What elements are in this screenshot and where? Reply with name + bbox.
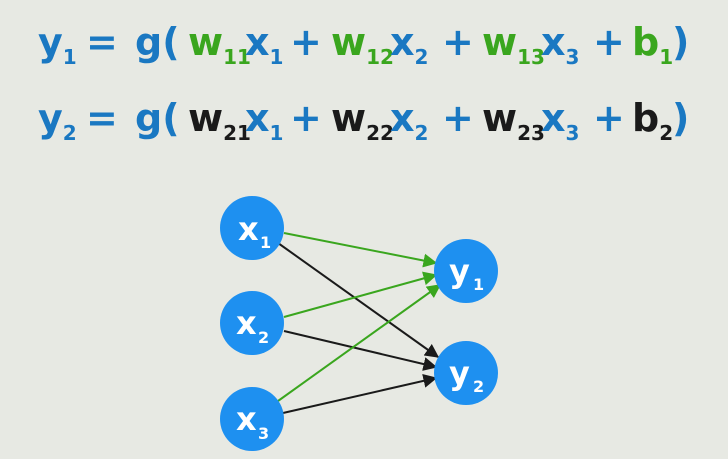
eq2-weight-3: w23 — [482, 96, 545, 145]
eq1-weight-2: w12 — [331, 20, 394, 69]
eq1-plus-1: + — [290, 20, 322, 64]
eq1-plus-2: + — [442, 20, 474, 64]
eq1-weight-3: w13 — [482, 20, 545, 69]
eq2-weight-1: w21 — [188, 96, 251, 145]
node-x2-sub: 2 — [258, 328, 269, 347]
eq2-lhs: y2 — [38, 96, 77, 145]
edge-x1-y2 — [277, 242, 440, 358]
node-y2-label: y — [449, 354, 470, 392]
eq2-func: g( — [135, 96, 180, 140]
edge-x3-y2 — [282, 373, 438, 414]
node-x1: x 1 — [220, 196, 284, 260]
node-y1-sub: 1 — [473, 275, 484, 294]
edge-x1-y1 — [283, 232, 438, 268]
edge-x2-y1 — [283, 271, 438, 318]
eq1-input-3: x3 — [541, 20, 580, 69]
eq2-input-2: x2 — [390, 96, 429, 145]
eq1-bias: b1 — [632, 20, 674, 69]
eq1-equals: = — [86, 20, 118, 64]
eq1-lhs: y1 — [38, 20, 77, 69]
eq1-input-2: x2 — [390, 20, 429, 69]
eq2-input-3: x3 — [541, 96, 580, 145]
eq2-close: ) — [672, 96, 690, 140]
edge-x2-y2 — [283, 330, 438, 371]
node-y2-sub: 2 — [473, 377, 484, 396]
eq2-weight-2: w22 — [331, 96, 394, 145]
node-y1: y 1 — [434, 239, 498, 303]
node-x2-label: x — [236, 304, 257, 342]
node-x1-sub: 1 — [260, 233, 271, 252]
eq1-weight-1: w11 — [188, 20, 251, 69]
eq2-input-1: x1 — [245, 96, 284, 145]
node-x3-label: x — [236, 400, 257, 438]
node-y1-label: y — [449, 252, 470, 290]
edge-x3-y1 — [277, 284, 442, 402]
eq1-close: ) — [672, 20, 690, 64]
node-x3: x 3 — [220, 387, 284, 451]
eq2-plus-3: + — [593, 96, 625, 140]
eq1-input-1: x1 — [245, 20, 284, 69]
node-y2: y 2 — [434, 341, 498, 405]
eq2-bias: b2 — [632, 96, 674, 145]
eq1-func: g( — [135, 20, 180, 64]
node-x3-sub: 3 — [258, 424, 269, 443]
eq2-equals: = — [86, 96, 118, 140]
eq1-plus-3: + — [593, 20, 625, 64]
eq2-plus-1: + — [290, 96, 322, 140]
equation-y2: y2 = g( w21 x1 + w22 x2 + w23 x3 + b2 ) — [0, 88, 728, 148]
eq2-plus-2: + — [442, 96, 474, 140]
node-x2: x 2 — [220, 291, 284, 355]
equation-y1: y1 = g( w11 x1 + w12 x2 + w13 x3 + b1 ) — [0, 12, 728, 72]
node-x1-label: x — [238, 210, 259, 248]
